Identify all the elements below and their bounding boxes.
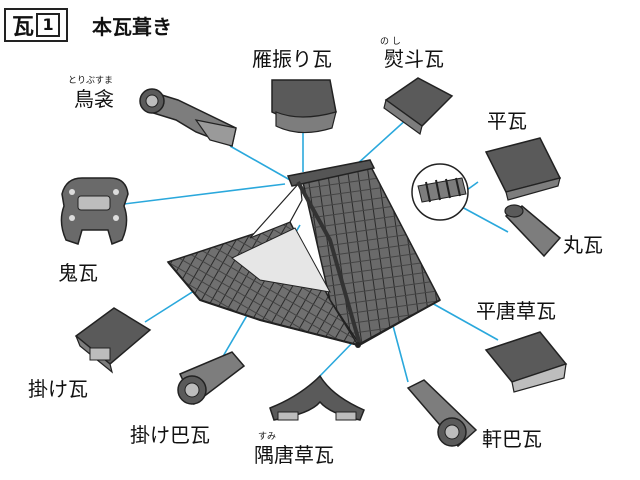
label-nokidomoe: 軒巴瓦 — [482, 427, 542, 451]
label-sumikarakusa: 隅唐草瓦 — [254, 443, 334, 467]
page-title: 本瓦葺き — [92, 15, 172, 39]
nokidomoe-tile — [406, 379, 478, 448]
leader-hirakarakusa — [429, 301, 499, 341]
leader-sumikarakusa — [317, 339, 356, 379]
ruby-noshi: の し — [380, 37, 401, 47]
badge-number: 1 — [36, 13, 61, 37]
label-oni: 鬼瓦 — [58, 261, 98, 285]
roof-gable — [249, 180, 303, 239]
roof-underside — [231, 227, 331, 293]
leader-lines — [123, 117, 509, 383]
leader-oni — [123, 183, 286, 205]
label-noshi: 熨斗瓦 — [384, 47, 444, 71]
oni-tile — [60, 177, 129, 246]
roof-body — [166, 159, 441, 348]
label-tori: 鳥衾 — [74, 87, 114, 111]
label-hira: 平瓦 — [487, 109, 527, 133]
noshi-tile — [383, 77, 454, 136]
karikuri-tile — [271, 79, 337, 134]
sumikarakusa-tile — [269, 374, 365, 421]
kakedomoe-tile — [177, 351, 246, 406]
tori-busuma-tile — [139, 88, 237, 148]
hira-tile — [484, 137, 562, 201]
kake-tile — [74, 307, 152, 374]
zoom-detail — [411, 163, 469, 221]
ruby-sumi: すみ — [258, 432, 277, 442]
leader-nokidomoe — [391, 321, 409, 383]
roof-corner-ornament — [355, 342, 361, 348]
label-kake: 掛け瓦 — [28, 377, 88, 401]
roof-ridge — [286, 159, 376, 187]
label-karikuri: 雁振り瓦 — [252, 47, 332, 71]
maru-tile — [504, 204, 562, 258]
roof-eave — [167, 261, 441, 347]
badge-kanji: 瓦 — [12, 15, 35, 40]
label-hirakarakusa: 平唐草瓦 — [476, 299, 556, 323]
leader-maru — [459, 205, 509, 233]
roof-hip-ridge — [296, 181, 362, 346]
leader-tori — [229, 145, 291, 181]
ruby-tori: とりぶすま — [68, 76, 114, 86]
section-badge: 瓦 1 — [4, 8, 69, 42]
hirakarakusa-tile — [484, 331, 568, 393]
label-kakedomoe: 掛け巴瓦 — [130, 423, 210, 447]
label-maru: 丸瓦 — [563, 233, 603, 257]
